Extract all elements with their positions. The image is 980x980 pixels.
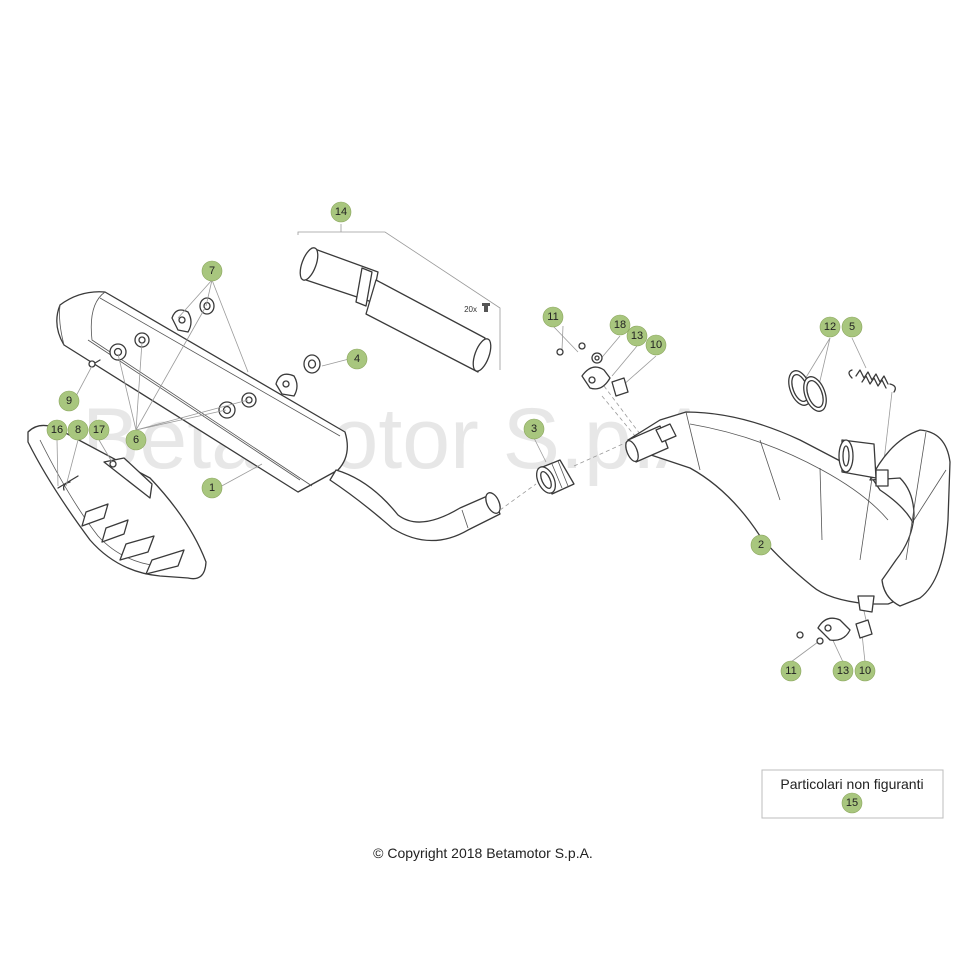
badge-17[interactable]: 17: [88, 419, 110, 441]
svg-text:18: 18: [614, 319, 626, 331]
badge-1[interactable]: 1: [201, 477, 223, 499]
svg-text:2: 2: [758, 539, 764, 551]
badge-18[interactable]: 18: [609, 314, 631, 336]
badge-8[interactable]: 8: [67, 419, 89, 441]
note-title: Particolari non figuranti: [780, 776, 923, 792]
badge-7[interactable]: 7: [201, 260, 223, 282]
part-5-spring: [848, 369, 896, 393]
mount-fasteners-top: [556, 342, 629, 397]
part-2-expansion-chamber: [625, 411, 951, 613]
part-12-o-rings: [788, 370, 827, 412]
badge-9[interactable]: 9: [58, 390, 80, 412]
badge-5[interactable]: 5: [841, 316, 863, 338]
svg-text:10: 10: [650, 339, 662, 351]
part-9-bolt: [88, 359, 101, 368]
heat-shield: [27, 424, 207, 580]
svg-text:10: 10: [859, 665, 871, 677]
badge-12[interactable]: 12: [819, 316, 841, 338]
part-number-badges: 14 7 4 9 6 16 8 17 1 3 11 18 13 10 12 5 …: [46, 201, 876, 682]
grommets: [109, 297, 321, 419]
badge-3[interactable]: 3: [523, 418, 545, 440]
badge-4[interactable]: 4: [346, 348, 368, 370]
badge-10-top[interactable]: 10: [645, 334, 667, 356]
badge-11-top[interactable]: 11: [542, 306, 564, 328]
badge-6[interactable]: 6: [125, 429, 147, 451]
svg-text:14: 14: [335, 206, 347, 218]
badge-2[interactable]: 2: [750, 534, 772, 556]
badge-13-bottom[interactable]: 13: [832, 660, 854, 682]
badge-11-bottom[interactable]: 11: [780, 660, 802, 682]
svg-text:12: 12: [824, 321, 836, 333]
mount-fasteners-bottom: [796, 617, 873, 645]
svg-text:4: 4: [354, 353, 360, 365]
svg-text:6: 6: [133, 434, 139, 446]
not-shown-parts-note: Particolari non figuranti 15: [761, 769, 944, 819]
copyright-text: © Copyright 2018 Betamotor S.p.A.: [373, 845, 593, 861]
badge-15[interactable]: 15: [841, 792, 863, 814]
badge-16[interactable]: 16: [46, 419, 68, 441]
badge-13-top[interactable]: 13: [626, 325, 648, 347]
svg-text:17: 17: [93, 424, 105, 436]
badge-10-bottom[interactable]: 10: [854, 660, 876, 682]
svg-text:3: 3: [531, 423, 537, 435]
svg-text:8: 8: [75, 424, 81, 436]
svg-text:16: 16: [51, 424, 63, 436]
svg-text:11: 11: [785, 665, 796, 677]
svg-text:13: 13: [631, 330, 643, 342]
part-1-silencer: [56, 291, 501, 542]
clip-icon: [482, 303, 490, 312]
badge-14[interactable]: 14: [330, 201, 352, 223]
part-3-coupling: [535, 459, 575, 495]
svg-text:7: 7: [209, 265, 215, 277]
svg-text:11: 11: [547, 311, 558, 323]
svg-text:1: 1: [209, 482, 215, 494]
kit-quantity: 20x: [464, 305, 477, 314]
part-14-silencer-packing: 20x: [297, 224, 501, 373]
svg-text:9: 9: [66, 395, 72, 407]
svg-text:5: 5: [849, 321, 855, 333]
svg-text:13: 13: [837, 665, 849, 677]
svg-text:15: 15: [846, 797, 858, 809]
